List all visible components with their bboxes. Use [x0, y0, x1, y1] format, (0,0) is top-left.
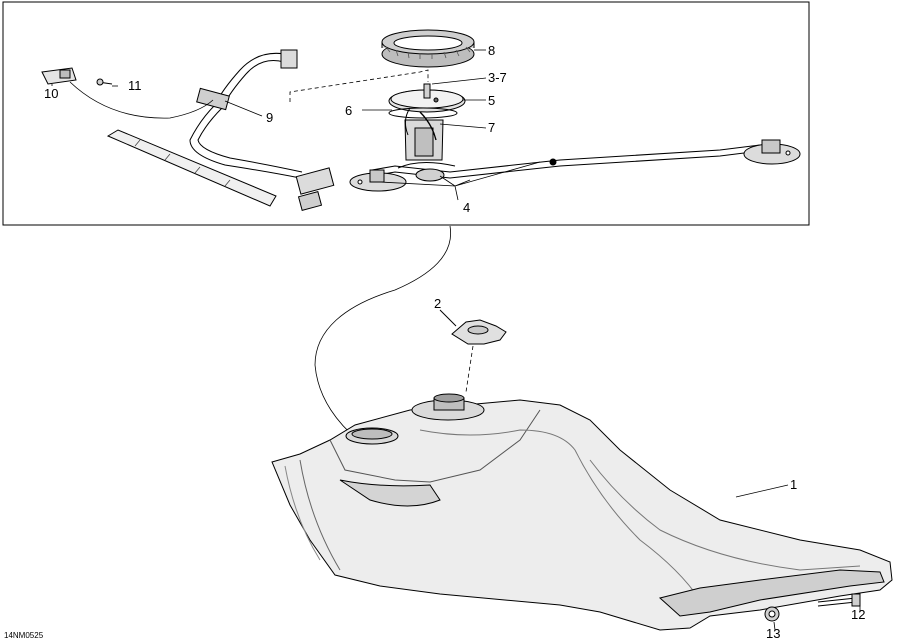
fuel-tank-part — [271, 393, 893, 631]
pump-cover-part — [388, 83, 466, 113]
fuel-hose-assembly — [189, 49, 335, 211]
nut-part — [764, 606, 780, 622]
callout-11: 11 — [128, 78, 142, 93]
callout-3-7: 3-7 — [488, 70, 507, 85]
callout-1: 1 — [790, 477, 797, 492]
inset-leader-lines — [51, 49, 541, 201]
callout-12: 12 — [851, 607, 865, 622]
vent-tube-part — [106, 129, 277, 207]
screw-part — [96, 78, 113, 86]
callout-10: 10 — [44, 86, 58, 101]
filler-cap-part — [439, 309, 507, 345]
callout-7: 7 — [488, 120, 495, 135]
tank-leader-lines — [735, 484, 861, 631]
callout-5: 5 — [488, 93, 495, 108]
bolt-part — [817, 593, 861, 607]
callout-8: 8 — [488, 43, 495, 58]
callout-4: 4 — [463, 200, 470, 215]
mounting-base-center — [415, 168, 445, 182]
alignment-dashed-line — [289, 69, 429, 102]
gasket-part — [388, 107, 458, 119]
cap-dashed-line — [465, 345, 474, 393]
mounting-base-right — [743, 139, 801, 165]
drawing-code: 14NM0525 — [4, 631, 44, 640]
callout-2: 2 — [434, 296, 441, 311]
mounting-base-left — [349, 169, 407, 192]
wire-connector-part — [41, 67, 77, 85]
callout-13: 13 — [766, 626, 780, 641]
locking-ring-part — [381, 29, 475, 68]
inset-connector-line — [314, 225, 452, 441]
fuel-pump-module — [397, 107, 456, 169]
callout-9: 9 — [266, 110, 273, 125]
callout-6: 6 — [345, 103, 352, 118]
detail-inset-frame — [2, 1, 810, 226]
